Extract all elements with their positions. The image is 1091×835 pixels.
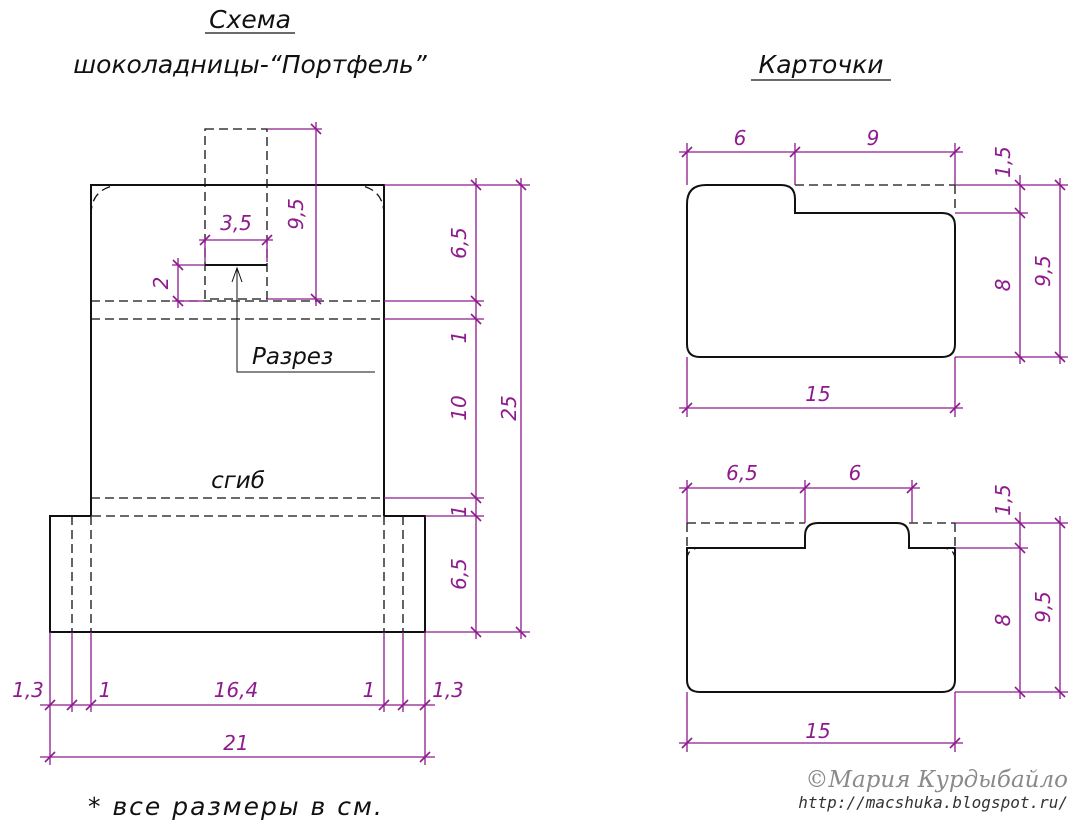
corner-round-left [90, 184, 118, 216]
dim-2: 2 [149, 277, 173, 290]
scheme-title-line2: шоколадницы-“Портфель” [73, 50, 427, 79]
card-1-dim-9-5: 9,5 [1031, 255, 1055, 287]
scheme-dimensions: 3,5 9,5 2 6,5 1 10 1 6,5 [12, 122, 530, 765]
dim-6-5-bottom: 6,5 [447, 558, 471, 590]
scheme-title-line1: Схема [209, 5, 291, 34]
card-2-corner-left [686, 547, 701, 561]
scheme-title: Схема шоколадницы-“Портфель” [73, 5, 427, 79]
dim-3-5: 3,5 [220, 211, 252, 235]
units-note: * все размеры в см. [88, 792, 384, 821]
card-1-dim-8: 8 [991, 279, 1015, 292]
dim-21: 21 [223, 731, 248, 755]
card-2-outline [686, 522, 956, 693]
card-2-dim-6: 6 [849, 461, 862, 485]
dim-1-3-right: 1,3 [432, 678, 464, 702]
card-2-dim-1-5: 1,5 [991, 484, 1015, 516]
dim-9-5: 9,5 [284, 198, 308, 230]
fold-label: сгиб [211, 468, 265, 494]
dim-16-4: 16,4 [214, 678, 259, 702]
corner-round-right [357, 184, 385, 216]
dim-10: 10 [447, 395, 471, 420]
dim-1-left: 1 [99, 678, 112, 702]
box-outline [49, 184, 426, 633]
card-1-dim-1-5: 1,5 [991, 146, 1015, 178]
card-1-outline [686, 184, 956, 358]
card-2-corner-right [941, 547, 956, 561]
card-2: 6,5 6 1,5 8 9,5 15 [679, 461, 1068, 752]
copyright-url: http://macshuka.blogspot.ru/ [798, 793, 1068, 812]
cut-pointer [236, 268, 375, 373]
card-2-dim-8: 8 [991, 614, 1015, 627]
card-2-dim-6-5: 6,5 [726, 461, 758, 485]
dim-1-right: 1 [363, 678, 376, 702]
card-1-dim-6: 6 [734, 126, 747, 150]
card-2-dim-15: 15 [805, 719, 830, 743]
card-1-dim-15: 15 [805, 382, 830, 406]
dim-25: 25 [497, 395, 521, 420]
dim-6-5-top: 6,5 [447, 227, 471, 259]
cards-title-text: Карточки [759, 50, 884, 79]
dim-1-top: 1 [447, 331, 471, 344]
tab-dashed [204, 128, 268, 300]
copyright-author: ©Мария Курдыбайло [805, 767, 1068, 793]
card-2-dim-9-5: 9,5 [1031, 591, 1055, 623]
card-1-dim-9: 9 [867, 126, 880, 150]
dim-1-bottom: 1 [447, 505, 471, 518]
cut-pointer-arrow [231, 266, 243, 283]
cut-label: Разрез [252, 344, 333, 370]
scheme-drawing: Разрез сгиб [49, 128, 426, 633]
dim-1-3-left: 1,3 [12, 678, 44, 702]
card-1: 6 9 1,5 8 9,5 15 [679, 126, 1068, 417]
cards-title: Карточки [751, 50, 891, 81]
